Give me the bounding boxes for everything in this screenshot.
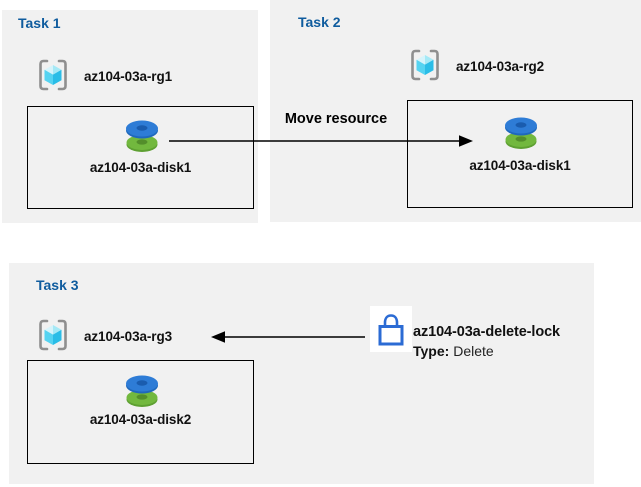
task3-panel: Task 3 az104-03a-rg3 az104-03a-disk2 xyxy=(9,263,594,484)
task2-title: Task 2 xyxy=(298,14,341,30)
task2-disk-box: az104-03a-disk1 xyxy=(407,100,633,208)
task3-disk-label: az104-03a-disk2 xyxy=(89,412,192,427)
lock-type-line: Type: Delete xyxy=(413,342,494,360)
lock-type-label: Type: xyxy=(413,343,450,359)
managed-disk-icon xyxy=(126,375,158,407)
move-resource-label: Move resource xyxy=(284,111,388,127)
task3-disk-box: az104-03a-disk2 xyxy=(27,360,254,464)
managed-disk-icon xyxy=(505,117,537,149)
resource-group-icon xyxy=(39,319,67,351)
task1-resource-group-label: az104-03a-rg1 xyxy=(84,69,173,84)
delete-lock-icon xyxy=(378,314,404,346)
task1-disk-box: az104-03a-disk1 xyxy=(27,106,254,209)
lock-type-value: Delete xyxy=(453,343,494,359)
task3-resource-group-label: az104-03a-rg3 xyxy=(84,329,173,344)
managed-disk-icon xyxy=(126,120,158,152)
lock-name-label: az104-03a-delete-lock xyxy=(413,324,561,340)
task2-disk-label: az104-03a-disk1 xyxy=(469,158,571,173)
task3-title: Task 3 xyxy=(36,277,79,293)
resource-group-icon xyxy=(39,59,67,91)
task1-title: Task 1 xyxy=(18,15,61,31)
task1-disk-label: az104-03a-disk1 xyxy=(89,160,192,175)
resource-group-icon xyxy=(411,49,439,81)
task1-panel: Task 1 az104-03a-rg1 az104-03a-disk1 xyxy=(2,10,258,223)
task2-resource-group-label: az104-03a-rg2 xyxy=(456,59,545,74)
task2-panel: Task 2 az104-03a-rg2 az104-03a-disk1 xyxy=(270,0,641,222)
